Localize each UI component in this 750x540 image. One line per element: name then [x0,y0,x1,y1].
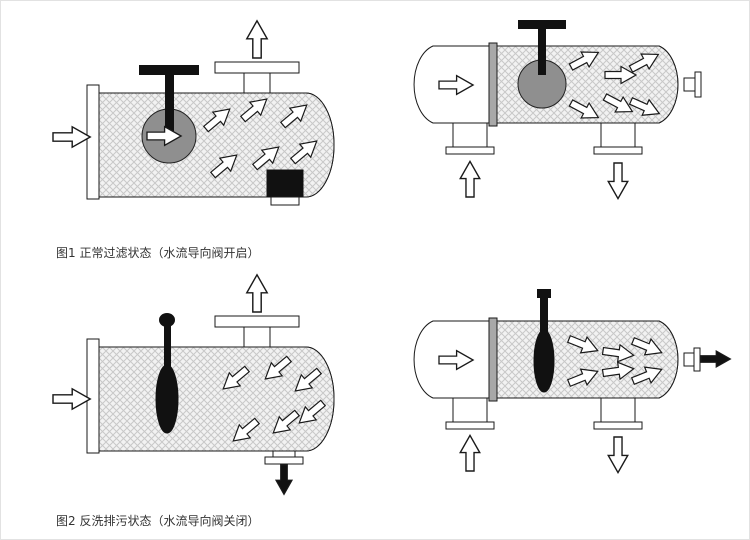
bottom-inlet-arrow [459,160,481,198]
outlet-nozzle [243,325,271,348]
valve-t-handle [139,65,199,75]
side-nozzle [683,352,696,367]
outlet-leg-flange [593,146,643,155]
inlet-arrow [52,126,91,148]
inlet-leg-flange [445,146,495,155]
diverter-valve-closed [533,329,555,393]
side-nozzle-flange [694,71,702,98]
drain-valve-closed [266,169,304,198]
diverter-valve-closed [155,364,179,434]
figure1-plan-view [413,20,702,200]
inlet-arrow [52,388,91,410]
valve-t-handle [518,20,566,29]
inlet-leg [452,122,488,148]
inlet-flange [86,338,100,454]
outlet-flange [214,61,300,74]
bottom-outlet-arrow [607,436,629,474]
figure2-caption: 图2 反洗排污状态（水流导向阀关闭） [56,514,260,528]
inlet-flange [86,84,100,200]
outlet-nozzle [243,71,271,94]
figure2-side-view [52,274,335,496]
figure2-plan-view [413,289,732,474]
divider-flange [488,317,498,402]
valve-handle-cap [537,289,551,298]
bottom-outlet-arrow [607,162,629,200]
valve-stem [540,297,548,335]
valve-stem [165,73,174,135]
filter-media [496,320,679,399]
figure1-caption: 图1 正常过滤状态（水流导向阀开启） [56,246,260,260]
figure1-side-view [52,20,335,206]
valve-stem [164,323,171,369]
outlet-leg [600,397,636,423]
outlet-flange [214,315,300,328]
side-nozzle [683,77,697,92]
inlet-leg [452,397,488,423]
bottom-inlet-arrow [459,434,481,472]
side-nozzle-flange [693,347,701,372]
drain-discharge-arrow [275,464,293,496]
drain-discharge-arrow [700,350,732,368]
top-vent-arrow [246,274,268,313]
outlet-arrow [246,20,268,59]
drain-flange [270,196,300,206]
valve-stem [538,27,546,75]
drain-flange [264,456,304,465]
outlet-leg [600,122,636,148]
outlet-leg-flange [593,421,643,430]
divider-flange [488,42,498,127]
filter-media [98,346,335,452]
inlet-leg-flange [445,421,495,430]
